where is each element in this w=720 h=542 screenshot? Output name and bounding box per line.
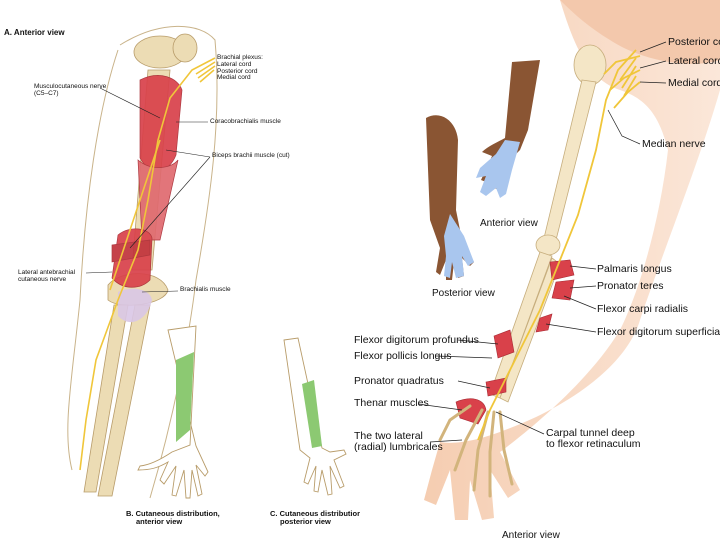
label-carpal-tunnel: Carpal tunnel deep to flexor retinaculum (546, 427, 641, 451)
left-leader-lines (85, 87, 211, 293)
label-coracobrachialis: Coracobrachialis muscle (210, 118, 281, 125)
right-nerves (477, 49, 641, 441)
label-anterior-view-small: Anterior view (480, 218, 538, 229)
label-medial-cord: Medial cord (668, 77, 720, 89)
label-flexor-pollicis-longus: Flexor pollicis longus (354, 350, 452, 362)
caption-b: B. Cutaneous distribution, anterior view (126, 509, 220, 526)
forearm-b (137, 325, 209, 499)
label-brachial-plexus: Brachial plexus: Lateral cord Posterior … (217, 54, 263, 82)
label-flexor-carpi-radialis: Flexor carpi radialis (597, 303, 689, 315)
label-palmaris-longus: Palmaris longus (597, 263, 672, 275)
label-biceps: Biceps brachii muscle (cut) (212, 152, 290, 159)
label-pronator-quadratus: Pronator quadratus (354, 375, 444, 387)
caption-c: C. Cutaneous distributior posterior view (270, 509, 360, 526)
label-flexor-digitorum-superficialis: Flexor digitorum superficialis (597, 326, 720, 338)
small-hands (426, 60, 540, 280)
label-posterior-view-small: Posterior view (432, 288, 495, 299)
label-thenar-muscles: Thenar muscles (354, 397, 429, 409)
forearm-c (283, 337, 347, 496)
left-muscles (111, 75, 183, 288)
label-pronator-teres: Pronator teres (597, 280, 664, 292)
right-skin-shoulder (560, 0, 720, 64)
left-elbow-tissue (118, 288, 152, 323)
right-hand-bones (438, 404, 514, 498)
label-lumbricales: The two lateral (radial) lumbricales (354, 430, 443, 454)
label-lateral-antebrachial: Lateral antebrachial cutaneous nerve (18, 269, 76, 283)
label-median-nerve: Median nerve (642, 138, 706, 150)
label-bottom-anterior-view: Anterior view (502, 530, 560, 541)
label-musculocutaneous: Musculocutaneous nerve (C5–C7) (34, 83, 107, 97)
left-panel-title: A. Anterior view (4, 28, 65, 37)
label-flexor-digitorum-profundus: Flexor digitorum profundus (354, 334, 479, 346)
label-posterior-cord: Posterior cord (668, 36, 720, 48)
right-muscles (455, 259, 575, 425)
right-leader-lines (417, 41, 667, 443)
label-brachialis: Brachialis muscle (180, 286, 231, 293)
label-lateral-cord: Lateral cord (668, 55, 720, 67)
left-nerves (79, 57, 216, 471)
